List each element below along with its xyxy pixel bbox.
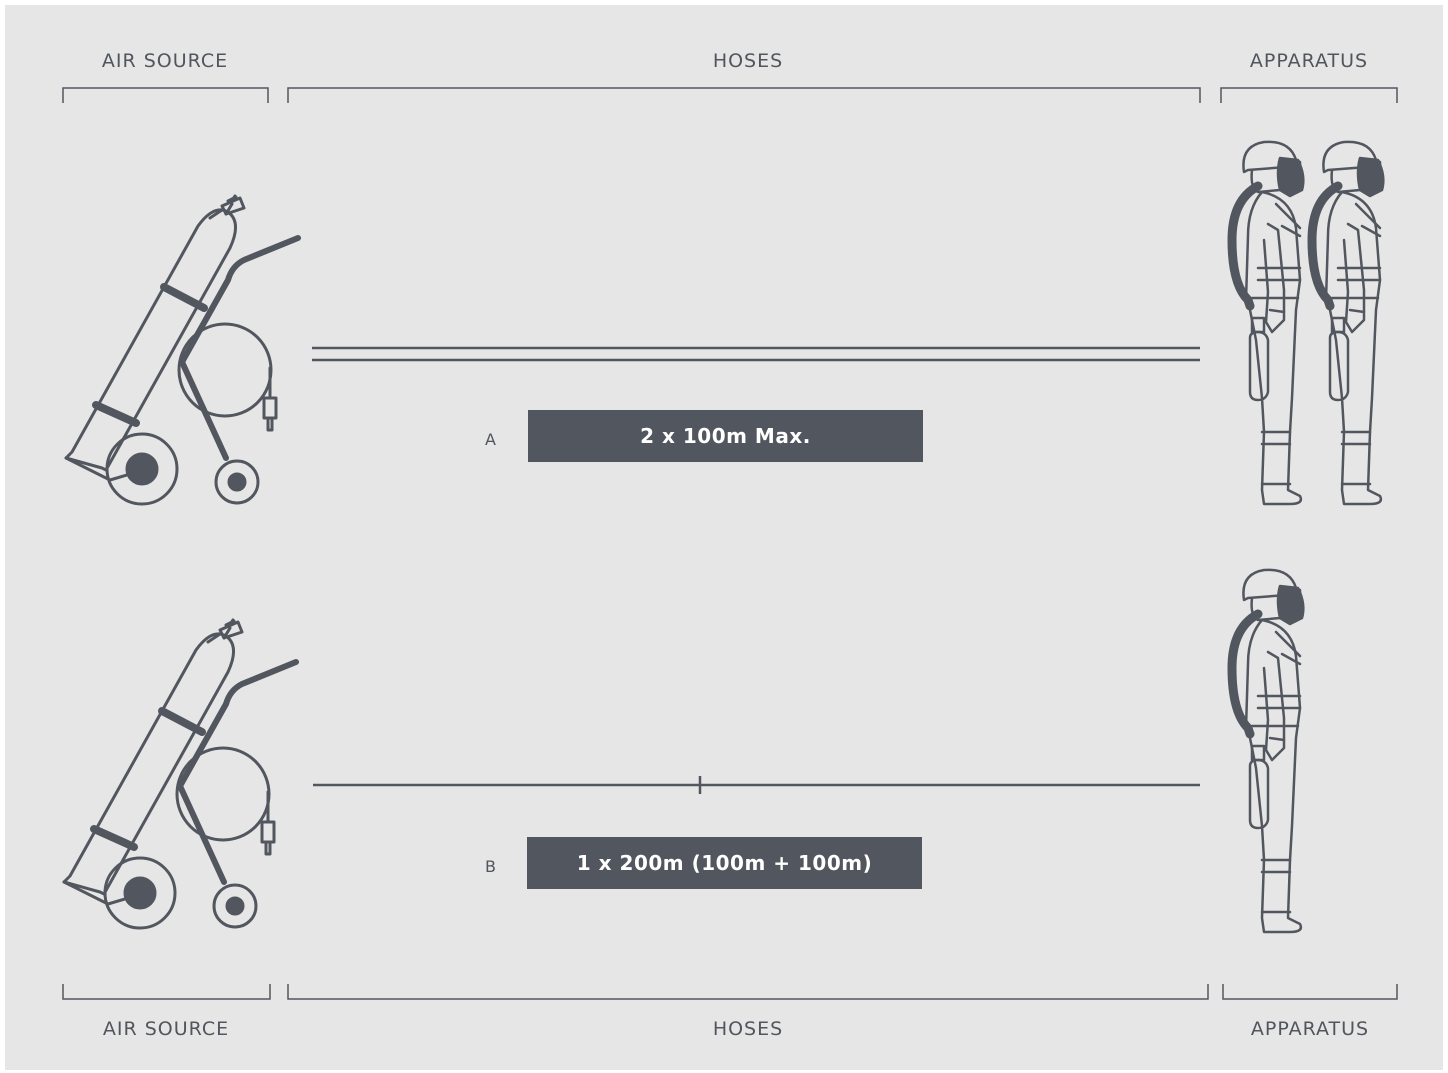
header-air-source-bottom: AIR SOURCE [102,1018,230,1040]
row-a-letter: A [485,430,496,449]
row-a-hose-lines [312,346,1200,362]
header-air-source-top: AIR SOURCE [101,50,229,72]
diagram-panel [5,5,1443,1070]
header-apparatus-bottom: APPARATUS [1250,1018,1370,1040]
bracket-hoses-bottom [287,984,1209,1000]
row-b-length-label: 1 x 200m (100m + 100m) [527,837,922,889]
row-a-person-icon-2 [1312,142,1383,504]
header-hoses-bottom: HOSES [712,1018,784,1040]
bracket-apparatus-top [1220,87,1398,103]
row-a-trolley-icon [66,196,298,504]
row-b-letter: B [485,857,496,876]
row-b-person-icon [1232,570,1303,932]
row-b-hose-line [313,776,1200,794]
row-b-trolley-icon [64,620,296,928]
header-apparatus-top: APPARATUS [1249,50,1369,72]
row-a-person-icon-1 [1232,142,1303,504]
header-hoses-top: HOSES [712,50,784,72]
bracket-air-source-top [62,87,269,103]
bracket-hoses-top [287,87,1201,103]
bracket-apparatus-bottom [1222,984,1398,1000]
bracket-air-source-bottom [62,984,271,1000]
row-a-length-label: 2 x 100m Max. [528,410,923,462]
top-brackets [62,87,1398,1000]
